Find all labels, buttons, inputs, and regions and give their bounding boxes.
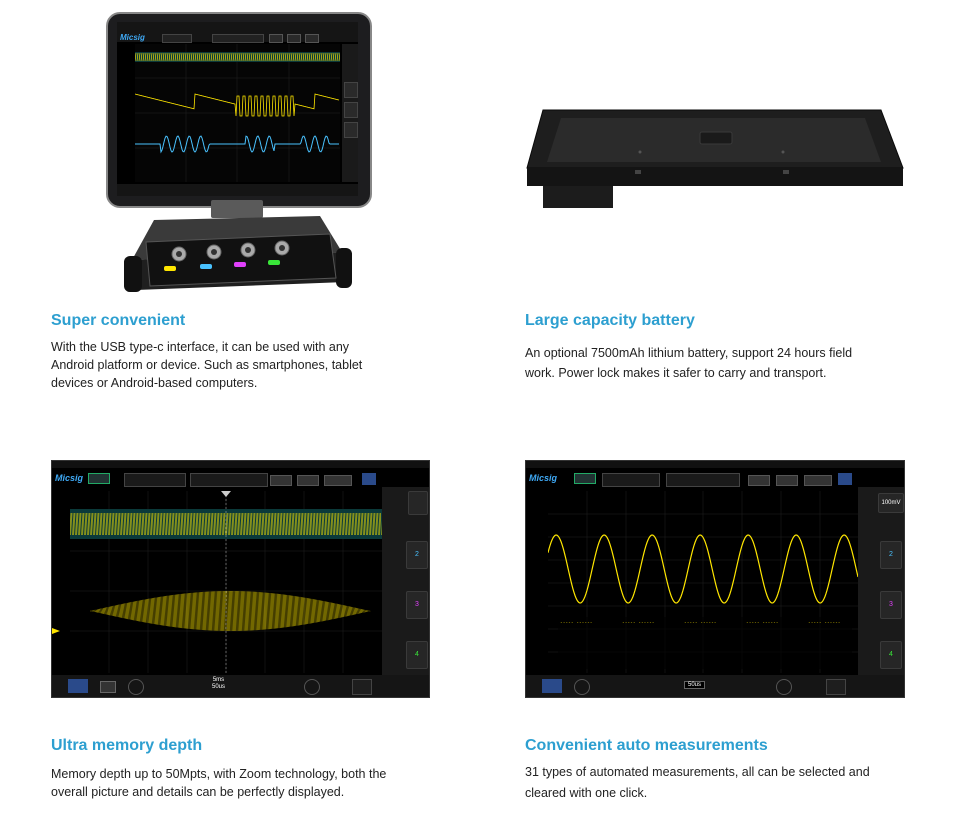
feature-text-1: With the USB type-c interface, it can be… <box>51 338 431 392</box>
measurement-table: ----- ------ ----- ------ ----- ------ -… <box>560 621 841 626</box>
measurement-waveform <box>547 491 859 673</box>
app-logo-measure: Micsig <box>529 473 558 483</box>
memory-ch3-button[interactable]: 3 <box>406 591 428 619</box>
memory-timebase[interactable]: 5ms 50us <box>212 677 225 691</box>
feature-title-3: Ultra memory depth <box>51 737 203 754</box>
feature-text-3-line-1: Memory depth up to 50Mpts, with Zoom tec… <box>51 767 387 781</box>
memory-ch4-button[interactable]: 4 <box>406 641 428 669</box>
measure-timebase[interactable]: 50us <box>684 681 706 689</box>
feature-title-4: Convenient auto measurements <box>525 737 768 754</box>
feature-text-4-line-1: 31 types of automated measurements, all … <box>525 765 870 779</box>
tablet-waveforms <box>134 44 341 182</box>
scope-device-icon <box>124 212 352 292</box>
feature-text-3-line-2: overall picture and details can be perfe… <box>51 785 345 799</box>
tablet-icon: Micsig <box>106 12 372 208</box>
feature-text-2-line-2: work. Power lock makes it safer to carry… <box>525 366 827 380</box>
feature-text-1-line-3: devices or Android-based computers. <box>51 376 258 390</box>
feature-text-1-line-2: Android platform or device. Such as smar… <box>51 358 363 372</box>
measure-ch2-button[interactable]: 2 <box>880 541 902 569</box>
feature-title-2: Large capacity battery <box>525 312 695 329</box>
measurement-screenshot: Micsig ----- ------ ----- ------ ----- -… <box>525 460 905 698</box>
memory-ch2-button[interactable]: 2 <box>406 541 428 569</box>
feature-title-1: Super convenient <box>51 312 186 329</box>
app-logo: Micsig <box>120 33 145 42</box>
battery-pack-icon <box>525 108 905 212</box>
device-illustration: Micsig <box>106 12 372 296</box>
feature-text-1-line-1: With the USB type-c interface, it can be… <box>51 340 350 354</box>
measure-ch3-button[interactable]: 3 <box>880 591 902 619</box>
feature-text-2: An optional 7500mAh lithium battery, sup… <box>525 343 925 383</box>
feature-text-4-line-2: cleared with one click. <box>525 786 648 800</box>
app-logo-memory: Micsig <box>55 473 84 483</box>
memory-waveform <box>69 491 382 673</box>
tablet-screen: Micsig <box>117 22 358 196</box>
memory-scale-box[interactable] <box>408 491 428 515</box>
measure-ch4-button[interactable]: 4 <box>880 641 902 669</box>
feature-text-4: 31 types of automated measurements, all … <box>525 762 925 804</box>
memory-timebase-zoom: 50us <box>212 684 226 690</box>
measure-scale-box[interactable]: 100mV <box>878 493 904 513</box>
memory-depth-screenshot: Micsig 2 3 4 5ms 50us <box>51 460 430 698</box>
feature-text-3: Memory depth up to 50Mpts, with Zoom tec… <box>51 765 451 801</box>
memory-timebase-main: 5ms <box>212 677 225 683</box>
feature-text-2-line-1: An optional 7500mAh lithium battery, sup… <box>525 346 853 360</box>
